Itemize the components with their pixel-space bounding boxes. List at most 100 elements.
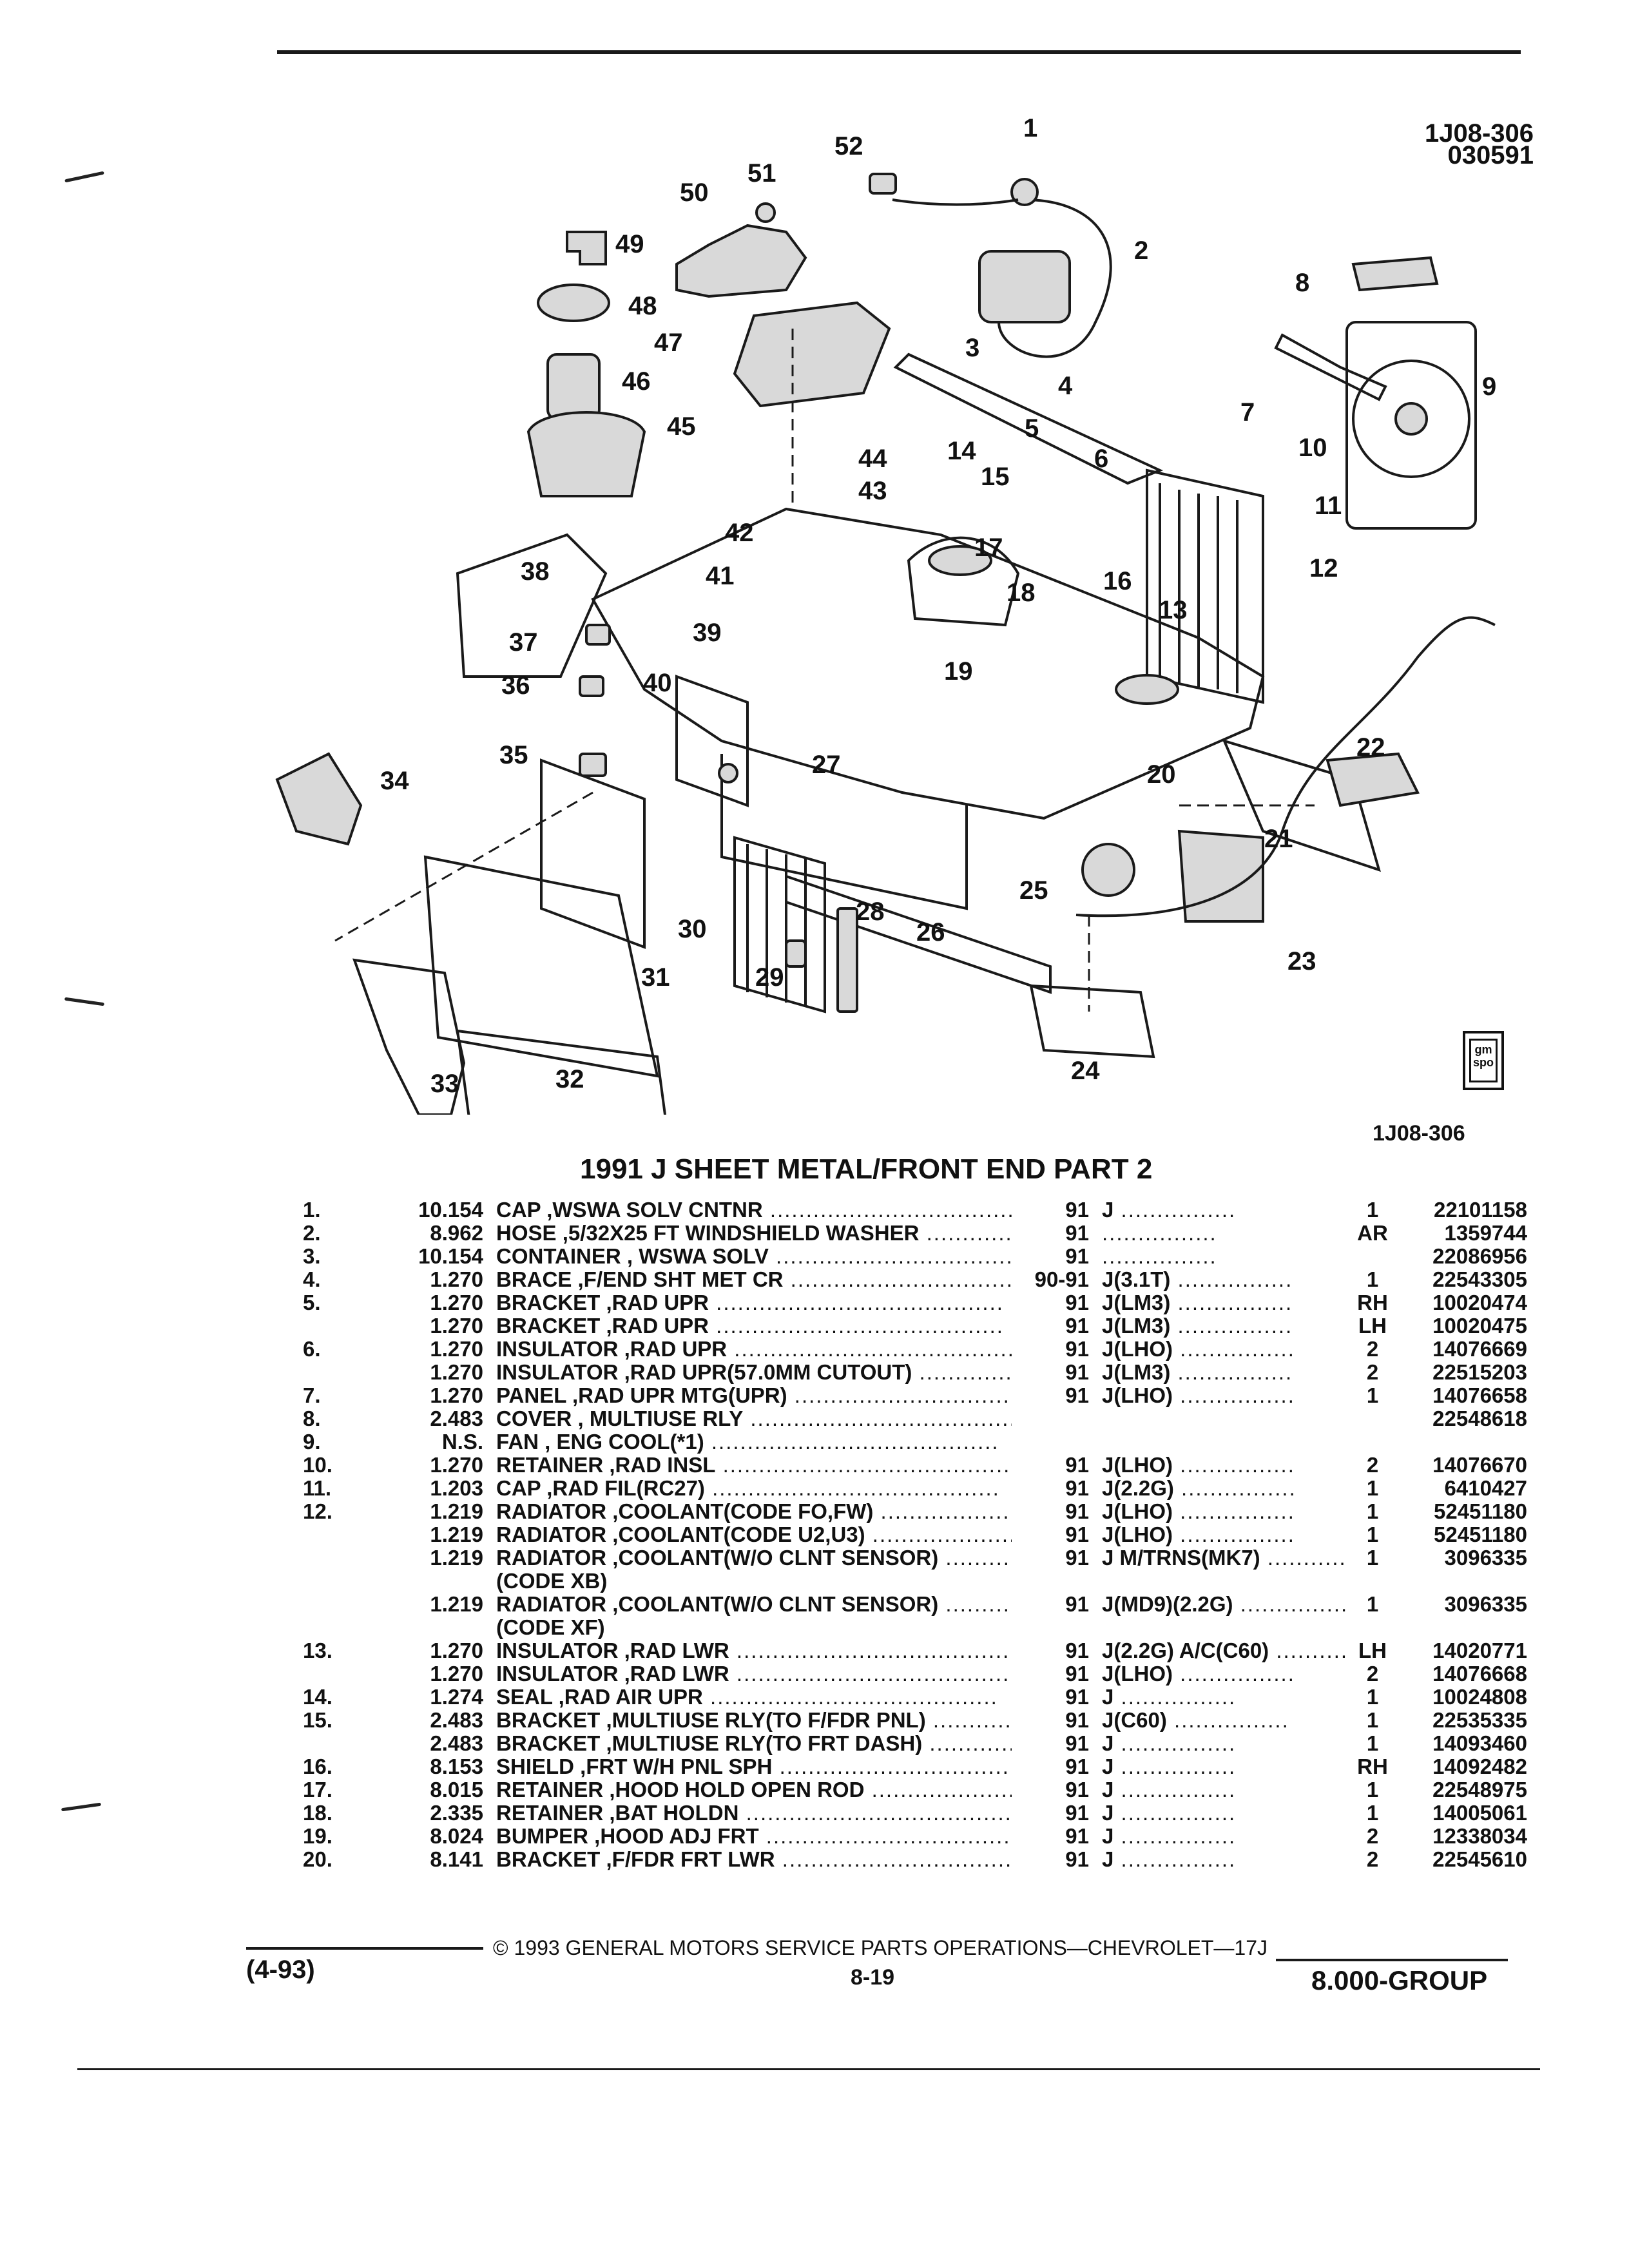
- group-number: 1.270: [430, 1267, 483, 1291]
- model-year: 91: [1065, 1847, 1089, 1871]
- callout-21: 21: [1264, 825, 1293, 853]
- quantity: 2: [1366, 1360, 1379, 1384]
- part-number-index: 3.: [303, 1244, 321, 1268]
- leader-dots: ................: [1113, 1755, 1237, 1778]
- callout-4: 4: [1058, 372, 1073, 400]
- group-number: 2.483: [430, 1407, 483, 1430]
- leader-dots: ................: [1170, 1291, 1293, 1314]
- model-code: J ................: [1102, 1755, 1347, 1778]
- part-description-text: INSULATOR ,RAD LWR: [496, 1639, 729, 1662]
- model-year: 91: [1065, 1824, 1089, 1848]
- group-number: 2.483: [430, 1708, 483, 1732]
- part-number-index: 15.: [303, 1708, 333, 1732]
- part-description-text: RETAINER ,HOOD HOLD OPEN ROD: [496, 1778, 865, 1802]
- part-description-text: BRACKET ,RAD UPR: [496, 1291, 709, 1314]
- group-number: 1.270: [430, 1291, 483, 1314]
- model-code: J ................: [1102, 1848, 1347, 1871]
- leader-dots: ........................................: [776, 1245, 1012, 1268]
- model-code: J(2.2G) A/C(C60) ................: [1102, 1639, 1347, 1662]
- model-code: ................: [1102, 1222, 1347, 1245]
- part-number-index: 1.: [303, 1198, 321, 1222]
- part-description-text: INSULATOR ,RAD LWR: [496, 1662, 729, 1686]
- callout-36: 36: [501, 671, 530, 700]
- part-description-text: PANEL ,RAD UPR MTG(UPR): [496, 1384, 787, 1407]
- model-code: J(LHO) ................: [1102, 1523, 1347, 1546]
- model-code: ................: [1102, 1245, 1347, 1268]
- part-description: RETAINER ,RAD INSL .....................…: [496, 1454, 1012, 1477]
- model-year: 91: [1065, 1708, 1089, 1732]
- footer-group: 8.000-GROUP: [1311, 1965, 1488, 1995]
- part-description: PANEL ,RAD UPR MTG(UPR) ................…: [496, 1384, 1012, 1407]
- leader-dots: ................: [1276, 1639, 1347, 1662]
- leader-dots: ................: [1173, 1523, 1295, 1546]
- quantity: AR: [1357, 1221, 1388, 1245]
- model-code-text: J: [1102, 1802, 1114, 1825]
- part-number-index: 19.: [303, 1824, 333, 1848]
- leader-dots: ........................................: [709, 1314, 1004, 1338]
- part-number: 14076670: [1432, 1453, 1527, 1477]
- quantity: 2: [1366, 1662, 1379, 1686]
- callout-13: 13: [1159, 596, 1188, 624]
- callout-18: 18: [1007, 579, 1036, 607]
- leader-dots: ........................................: [794, 1384, 1012, 1407]
- part-number: 22515203: [1432, 1360, 1527, 1384]
- diagram-callouts: 1 2 3 4 5 6 7 8 9 10 11 12 13 14 15 16 1…: [380, 114, 1496, 1098]
- part-description-text: BRACKET ,RAD UPR: [496, 1314, 709, 1338]
- callout-20: 20: [1147, 760, 1176, 789]
- callout-11: 11: [1315, 492, 1342, 520]
- callout-26: 26: [916, 918, 945, 947]
- quantity: 1: [1366, 1778, 1379, 1802]
- callout-29: 29: [755, 963, 784, 992]
- leader-dots: ........................................: [871, 1778, 1012, 1802]
- part-description: RETAINER ,BAT HOLDN ....................…: [496, 1802, 1012, 1825]
- callout-42: 42: [725, 519, 754, 547]
- part-number-index: 13.: [303, 1639, 333, 1662]
- margin-mark: [64, 171, 104, 183]
- part-number: 6410427: [1444, 1476, 1527, 1500]
- model-code-text: J: [1102, 1755, 1114, 1778]
- part-number-index: 17.: [303, 1778, 333, 1802]
- model-year: 91: [1065, 1778, 1089, 1802]
- callout-37: 37: [509, 628, 538, 657]
- group-number: 2.483: [430, 1731, 483, 1755]
- group-number: 8.141: [430, 1847, 483, 1871]
- footer-page-number: 8-19: [851, 1965, 895, 1990]
- quantity: 1: [1366, 1685, 1379, 1709]
- part-description-text: CONTAINER , WSWA SOLV: [496, 1245, 769, 1268]
- quantity: 1: [1366, 1801, 1379, 1825]
- part-number-index: 8.: [303, 1407, 321, 1430]
- model-code-text: J(LHO): [1102, 1662, 1173, 1686]
- model-year: 91: [1065, 1476, 1089, 1500]
- leader-dots: ........................................: [932, 1709, 1012, 1732]
- part-number: 14076668: [1432, 1662, 1527, 1686]
- model-year: 91: [1065, 1546, 1089, 1570]
- model-code-text: J(LHO): [1102, 1500, 1173, 1523]
- part-description-text: COVER , MULTIUSE RLY: [496, 1407, 744, 1430]
- callout-39: 39: [693, 619, 722, 647]
- group-number: 1.203: [430, 1476, 483, 1500]
- quantity: 2: [1366, 1337, 1379, 1361]
- part-description: BUMPER ,HOOD ADJ FRT ...................…: [496, 1825, 1012, 1848]
- leader-dots: ........................................: [704, 1477, 1000, 1500]
- model-year: 91: [1065, 1801, 1089, 1825]
- leader-dots: ................: [1166, 1709, 1289, 1732]
- group-number: 1.274: [430, 1685, 483, 1709]
- callout-12: 12: [1309, 554, 1338, 582]
- leader-dots: ................: [1113, 1825, 1237, 1848]
- part-description: INSULATOR ,RAD LWR .....................…: [496, 1662, 1012, 1686]
- group-number: N.S.: [441, 1430, 483, 1454]
- quantity: 1: [1366, 1198, 1379, 1222]
- part-description: BRACE ,F/END SHT MET CR ................…: [496, 1268, 1012, 1291]
- margin-mark: [61, 1802, 102, 1812]
- quantity: 1: [1366, 1383, 1379, 1407]
